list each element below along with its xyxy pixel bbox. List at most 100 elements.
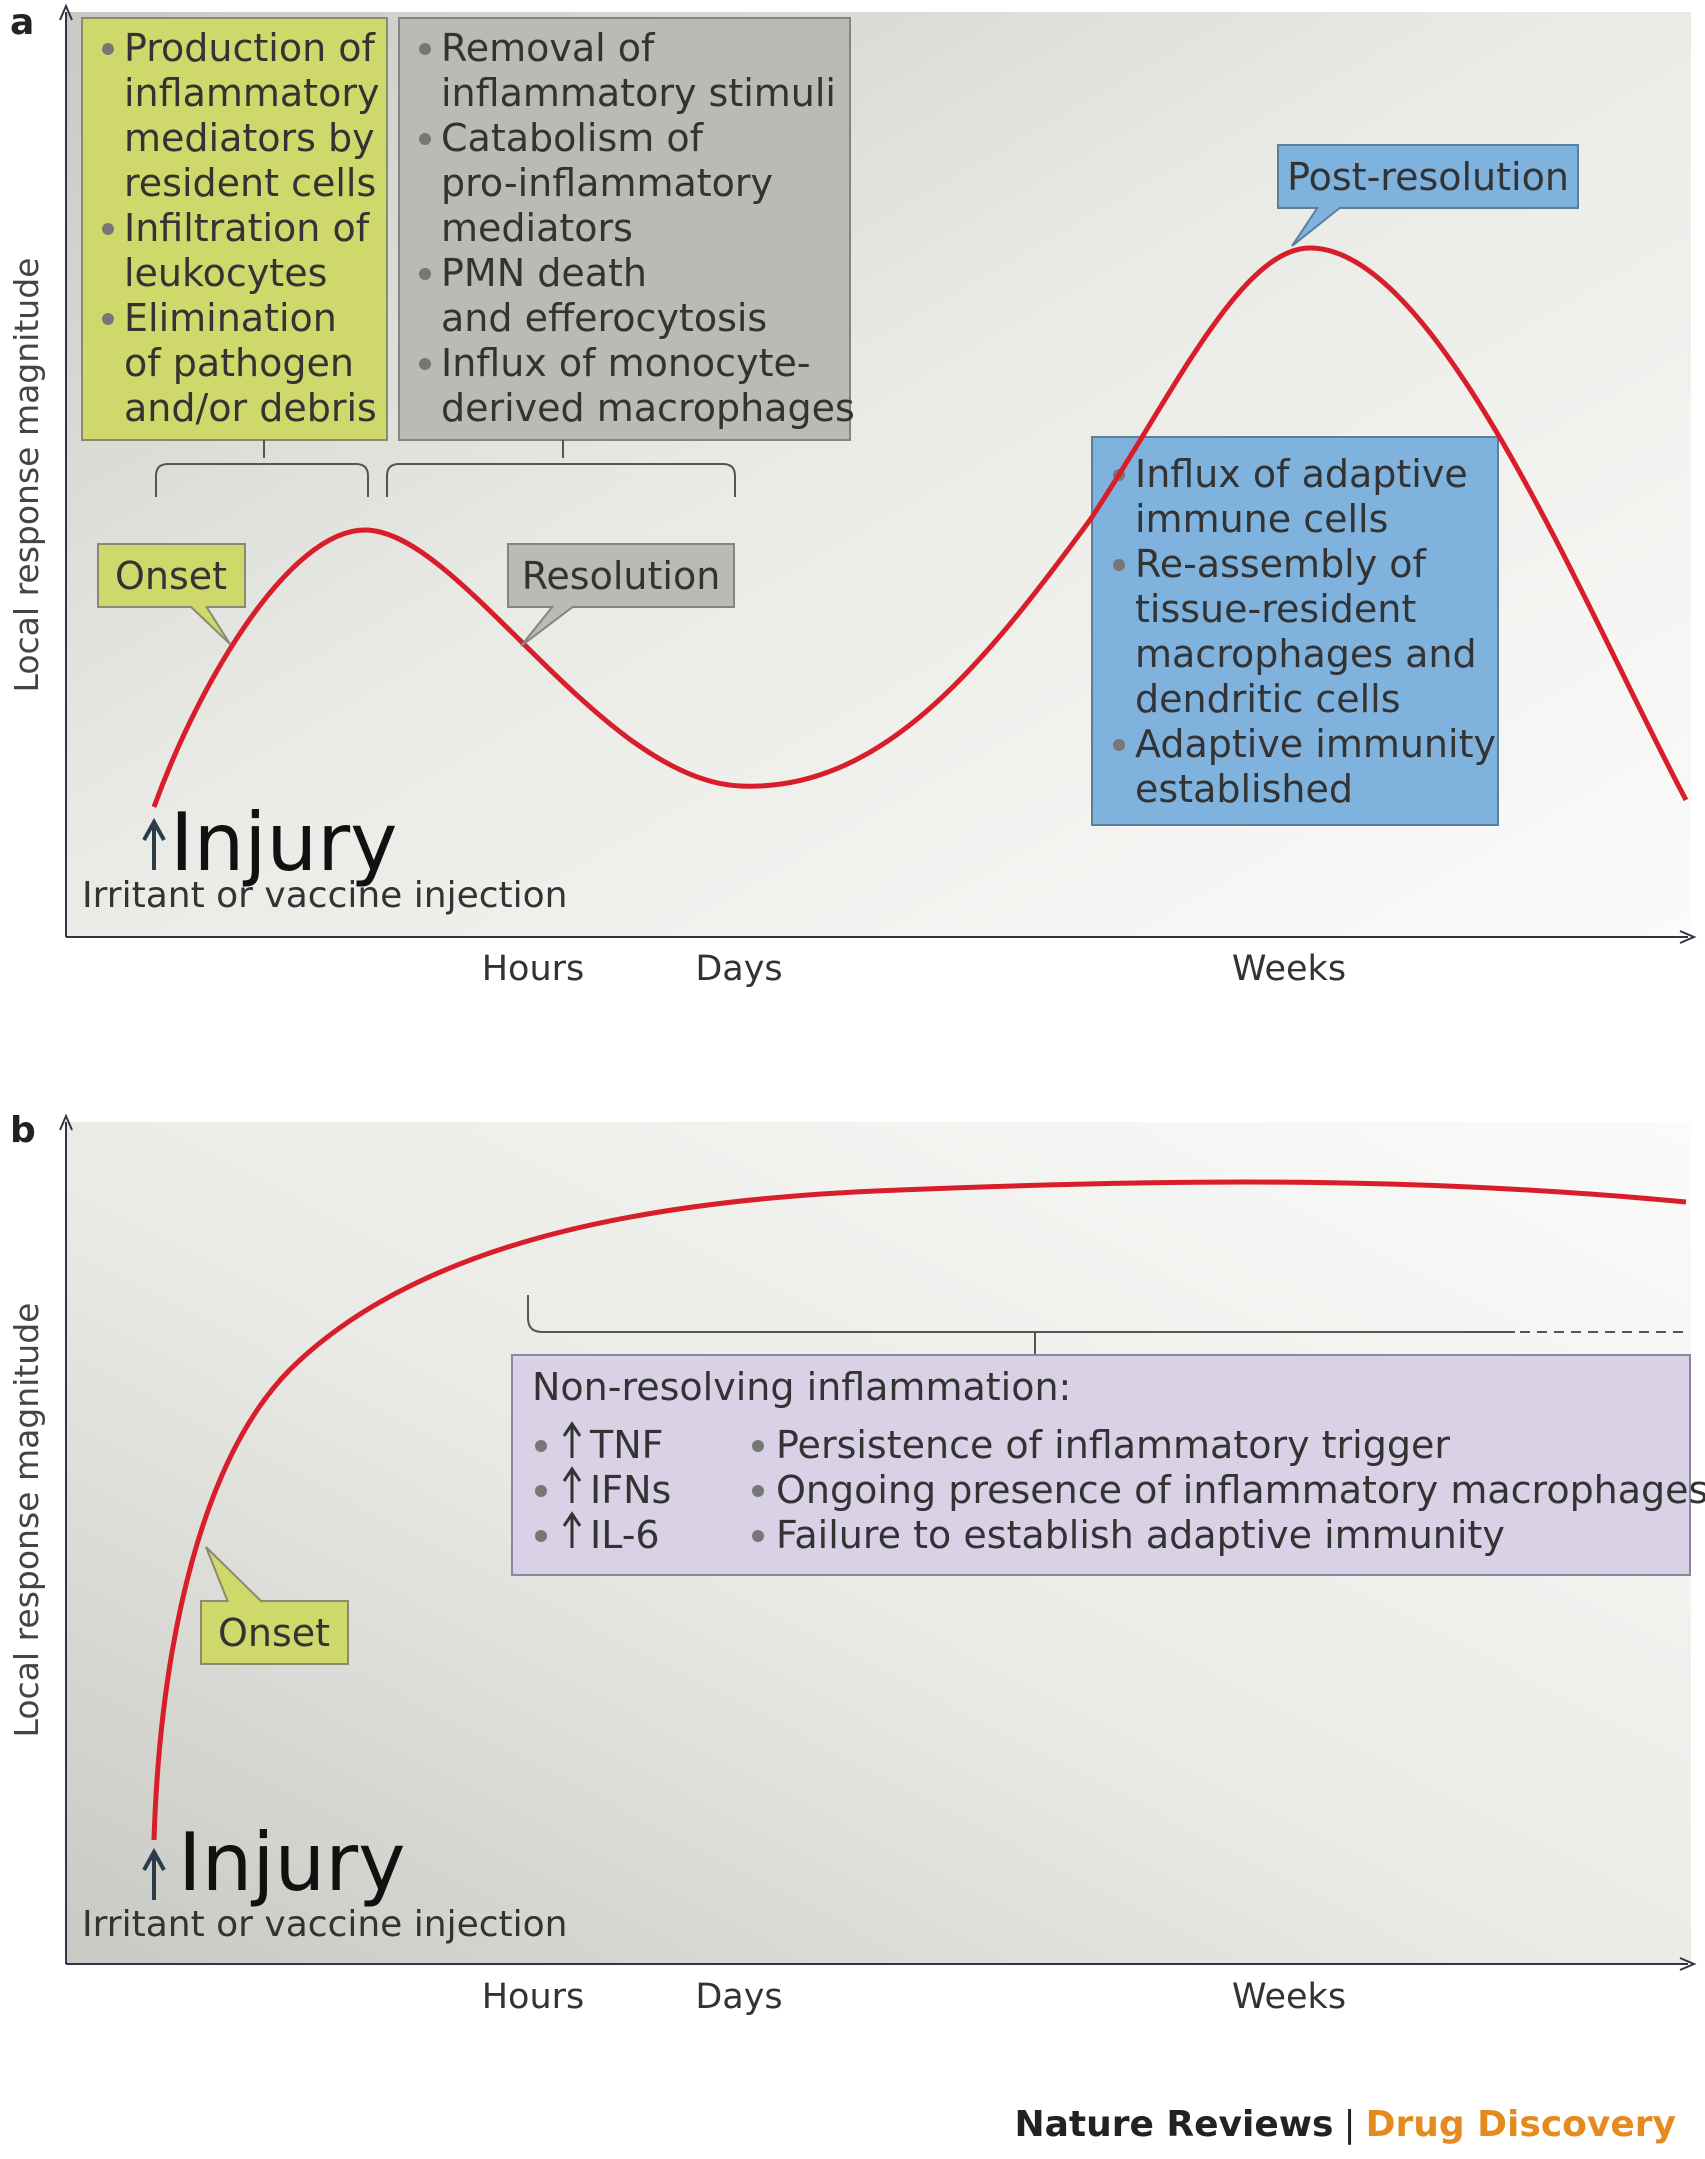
onset-bracket (155, 440, 369, 497)
resolution-callout (507, 543, 735, 608)
resolution-label: Resolution (522, 554, 721, 598)
box-line: and/or debris (124, 386, 377, 430)
onset-callout-pointer (205, 1546, 263, 1603)
box-line: dendritic cells (1135, 677, 1401, 721)
post-resolution-events-box (1091, 436, 1499, 826)
non-resolving-title: Non-resolving inflammation: (532, 1365, 1071, 1409)
box-line: established (1135, 767, 1353, 811)
response-curve (151, 1179, 1687, 1841)
bullet-icon (535, 1530, 547, 1542)
box-line: inflammatory (124, 71, 379, 115)
box-line: leukocytes (124, 251, 327, 295)
box-line: pro-inflammatory (441, 161, 773, 205)
y-axis-arrow (59, 1113, 73, 1131)
resolution-events-box (398, 17, 851, 441)
box-line: PMN death (441, 251, 647, 295)
box-line: Infiltration of (124, 206, 371, 250)
cytokine-item: TNF (589, 1423, 664, 1467)
bullet-icon (102, 223, 114, 235)
onset-callout (200, 1600, 349, 1665)
bullet-icon (752, 1485, 764, 1497)
panel-a-letter: a (10, 2, 34, 43)
box-line: Removal of (441, 26, 656, 70)
bullet-icon (535, 1485, 547, 1497)
bullet-icon (752, 1530, 764, 1542)
resolution-callout-pointer (520, 605, 575, 647)
x-tick-weeks: Weeks (1232, 1977, 1346, 2017)
non-resolving-causes-list: Persistence of inflammatory triggerOngoi… (752, 1423, 1705, 1557)
x-axis-arrow (1679, 1957, 1697, 1971)
cause-item: Failure to establish adaptive immunity (776, 1513, 1505, 1557)
box-line: of pathogen (124, 341, 354, 385)
y-axis-arrow (59, 3, 73, 21)
onset-events-box (81, 17, 388, 441)
x-tick-hours: Hours (482, 1977, 585, 2017)
x-tick-days: Days (695, 1977, 782, 2017)
response-curve (151, 245, 1689, 808)
cytokine-item: IFNs (590, 1468, 671, 1512)
box-line: mediators (441, 206, 633, 250)
box-line: tissue-resident (1135, 587, 1416, 631)
bullet-icon (1113, 739, 1125, 751)
injury-arrow-icon (142, 1847, 166, 1871)
injury-subtitle: Irritant or vaccine injection (82, 875, 568, 916)
non-resolving-box (511, 1354, 1691, 1576)
non-resolving-bracket (527, 1295, 1515, 1333)
x-tick-weeks: Weeks (1232, 949, 1346, 989)
box-line: Elimination (124, 296, 337, 340)
x-tick-days: Days (695, 949, 782, 989)
resolution-bracket (386, 440, 736, 497)
box-line: immune cells (1135, 497, 1388, 541)
up-arrow-icon (562, 1421, 582, 1458)
journal-section: Drug Discovery (1366, 2104, 1676, 2145)
cause-item: Persistence of inflammatory trigger (776, 1423, 1450, 1467)
bullet-icon (1113, 559, 1125, 571)
cause-item: Ongoing presence of inflammatory macroph… (776, 1468, 1705, 1512)
x-tick-hours: Hours (482, 949, 585, 989)
injury-subtitle: Irritant or vaccine injection (82, 1904, 568, 1945)
journal-credit: Nature Reviews| Drug Discovery (1014, 2104, 1676, 2145)
box-line: Adaptive immunity (1135, 722, 1496, 766)
onset-label: Onset (218, 1611, 330, 1655)
journal-separator: | (1343, 2104, 1355, 2145)
injury-arrow-icon (142, 817, 166, 841)
post-resolution-label: Post-resolution (1287, 155, 1569, 199)
bullet-icon (752, 1440, 764, 1452)
box-line: Re-assembly of (1135, 542, 1428, 586)
bullet-icon (102, 313, 114, 325)
bullet-icon (419, 268, 431, 280)
journal-name: Nature Reviews (1014, 2104, 1333, 2145)
post-resolution-callout-pointer (1291, 206, 1342, 247)
panel-a: a Local response magnitude Hours Days We… (7, 2, 1697, 989)
bullet-icon (419, 358, 431, 370)
up-arrow-icon (562, 1466, 582, 1503)
box-line: Influx of monocyte- (441, 341, 811, 385)
box-line: macrophages and (1135, 632, 1477, 676)
bullet-icon (535, 1440, 547, 1452)
onset-label: Onset (115, 554, 227, 598)
x-axis-arrow (1679, 930, 1697, 944)
injury-label: Injury (170, 796, 397, 889)
panel-b: b Local response magnitude Hours Days We… (7, 1110, 1705, 2017)
box-line: derived macrophages (441, 386, 855, 430)
bullet-icon (102, 43, 114, 55)
bullet-icon (419, 133, 431, 145)
onset-callout (97, 543, 246, 608)
box-line: inflammatory stimuli (441, 71, 836, 115)
box-line: Production of (124, 26, 377, 70)
onset-callout-pointer (189, 605, 231, 645)
panel-b-letter: b (10, 1110, 36, 1151)
post-resolution-callout (1277, 144, 1579, 209)
y-axis-label: Local response magnitude (7, 1303, 46, 1738)
up-arrow-icon (562, 1511, 582, 1548)
box-line: Catabolism of (441, 116, 705, 160)
box-line: and efferocytosis (441, 296, 767, 340)
injury-label: Injury (178, 1816, 405, 1909)
y-axis-label: Local response magnitude (7, 258, 46, 693)
bullet-icon (419, 43, 431, 55)
